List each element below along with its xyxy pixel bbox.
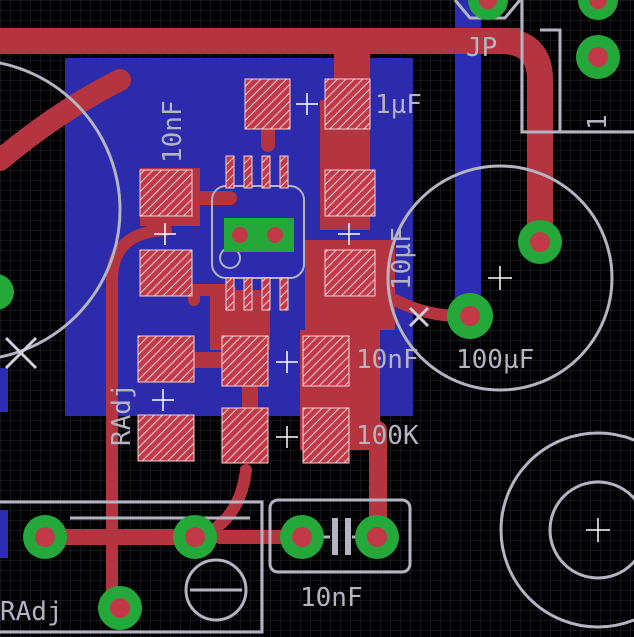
pad-c10uf-a[interactable] (324, 169, 376, 217)
label-c1uf: 1µF (375, 90, 422, 120)
label-radj-vertical: RAdj (107, 383, 137, 446)
label-c100uf: 100µF (456, 345, 534, 375)
label-c10nf-top: 10nF (158, 100, 188, 163)
pad-c10nf-top-a[interactable] (139, 169, 193, 217)
label-c10nf-bottom: 10nF (300, 583, 363, 613)
pad-radj-3[interactable] (98, 586, 142, 630)
pad-mid-b[interactable] (221, 407, 269, 464)
label-c10nf-mid: 10nF (356, 345, 419, 375)
label-jp-pin: 1 (583, 114, 613, 130)
pad-radj-2[interactable] (173, 515, 217, 559)
pad-c10nf-top-b[interactable] (139, 249, 193, 297)
through-hole-pads (0, 0, 620, 630)
pad-radj-1[interactable] (23, 515, 67, 559)
pad-c10nf-bottom-1[interactable] (280, 515, 324, 559)
smd-pads (137, 78, 376, 464)
pad-c10nf-bottom-2[interactable] (355, 515, 399, 559)
pad-c10nf-mid-a[interactable] (302, 335, 350, 387)
pad-c1uf-right[interactable] (324, 78, 371, 130)
pad-jp-2[interactable] (518, 220, 562, 264)
label-radj-bottom: RAdj (0, 597, 63, 627)
pad-radj-a[interactable] (137, 335, 195, 383)
pad-jp-right-top[interactable] (578, 0, 618, 20)
label-jp: JP (466, 33, 497, 63)
pad-c100uf-minus[interactable] (447, 293, 493, 339)
pad-radj-b[interactable] (137, 414, 195, 462)
pad-c1uf-left[interactable] (244, 78, 291, 130)
pad-r100k[interactable] (302, 407, 350, 464)
pad-c10uf-b[interactable] (324, 249, 376, 297)
component-labels: JP 1µF 10nF 10µF 10nF 100µF 100K RAdj RA… (0, 33, 613, 627)
pad-mid-a[interactable] (221, 335, 269, 387)
pad-jp-top[interactable] (468, 0, 508, 20)
label-r100k: 100K (356, 421, 419, 451)
label-c10uf: 10µF (387, 227, 417, 290)
pad-jp-1[interactable] (576, 35, 620, 79)
x-marker-icon (4, 306, 430, 370)
plus-marker-icon (152, 93, 610, 542)
pad-left-edge[interactable] (0, 274, 14, 310)
